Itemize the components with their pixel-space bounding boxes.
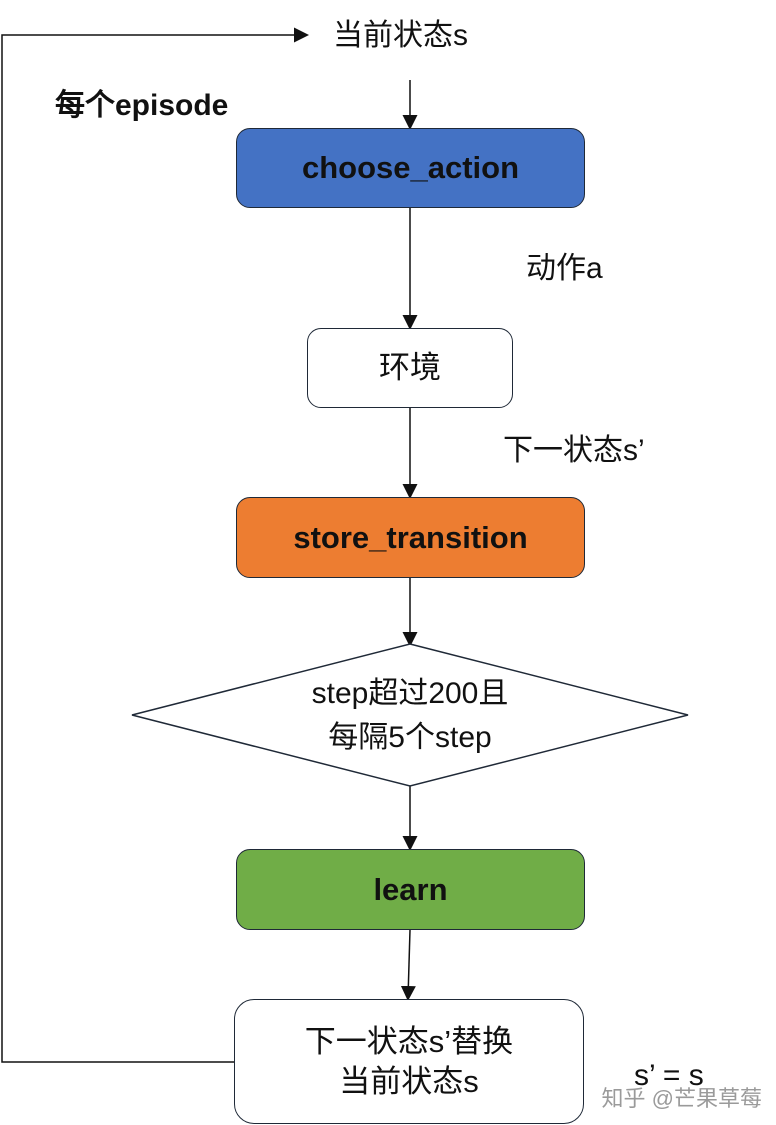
next-state-label: 下一状态s’ — [503, 434, 645, 467]
replace-state-line-1: 下一状态s’替换 — [304, 1023, 514, 1059]
replace-state-node: 下一状态s’替换 当前状态s — [234, 999, 584, 1124]
store-transition-text: store_transition — [293, 519, 528, 555]
environment-text: 环境 — [379, 350, 441, 385]
action-a-label: 动作a — [526, 252, 603, 285]
equation-label: s’ = s — [634, 1059, 704, 1092]
learn-text: learn — [373, 871, 448, 907]
learn-node: learn — [236, 849, 585, 930]
episode-label: 每个episode — [55, 89, 229, 122]
replace-state-line-2: 当前状态s — [339, 1063, 479, 1099]
store-transition-node: store_transition — [236, 497, 585, 578]
arrow-learn-to-replace — [400, 929, 416, 1001]
condition-text-line-2: 每隔5个step — [328, 721, 492, 754]
current-state-label: 当前状态s — [333, 19, 468, 52]
condition-diamond — [131, 643, 689, 787]
replace-state-text: 下一状态s’替换 当前状态s — [305, 1022, 513, 1102]
environment-node: 环境 — [307, 328, 513, 408]
condition-text: step超过200且 每隔5个step — [220, 672, 600, 760]
loop-back-arrow — [1, 27, 309, 1063]
watermark: 知乎 @芒果草莓 — [601, 1086, 762, 1111]
condition-text-line-1: step超过200且 — [311, 677, 509, 710]
choose-action-text: choose_action — [301, 150, 520, 185]
choose-action-node: choose_action — [236, 128, 585, 208]
